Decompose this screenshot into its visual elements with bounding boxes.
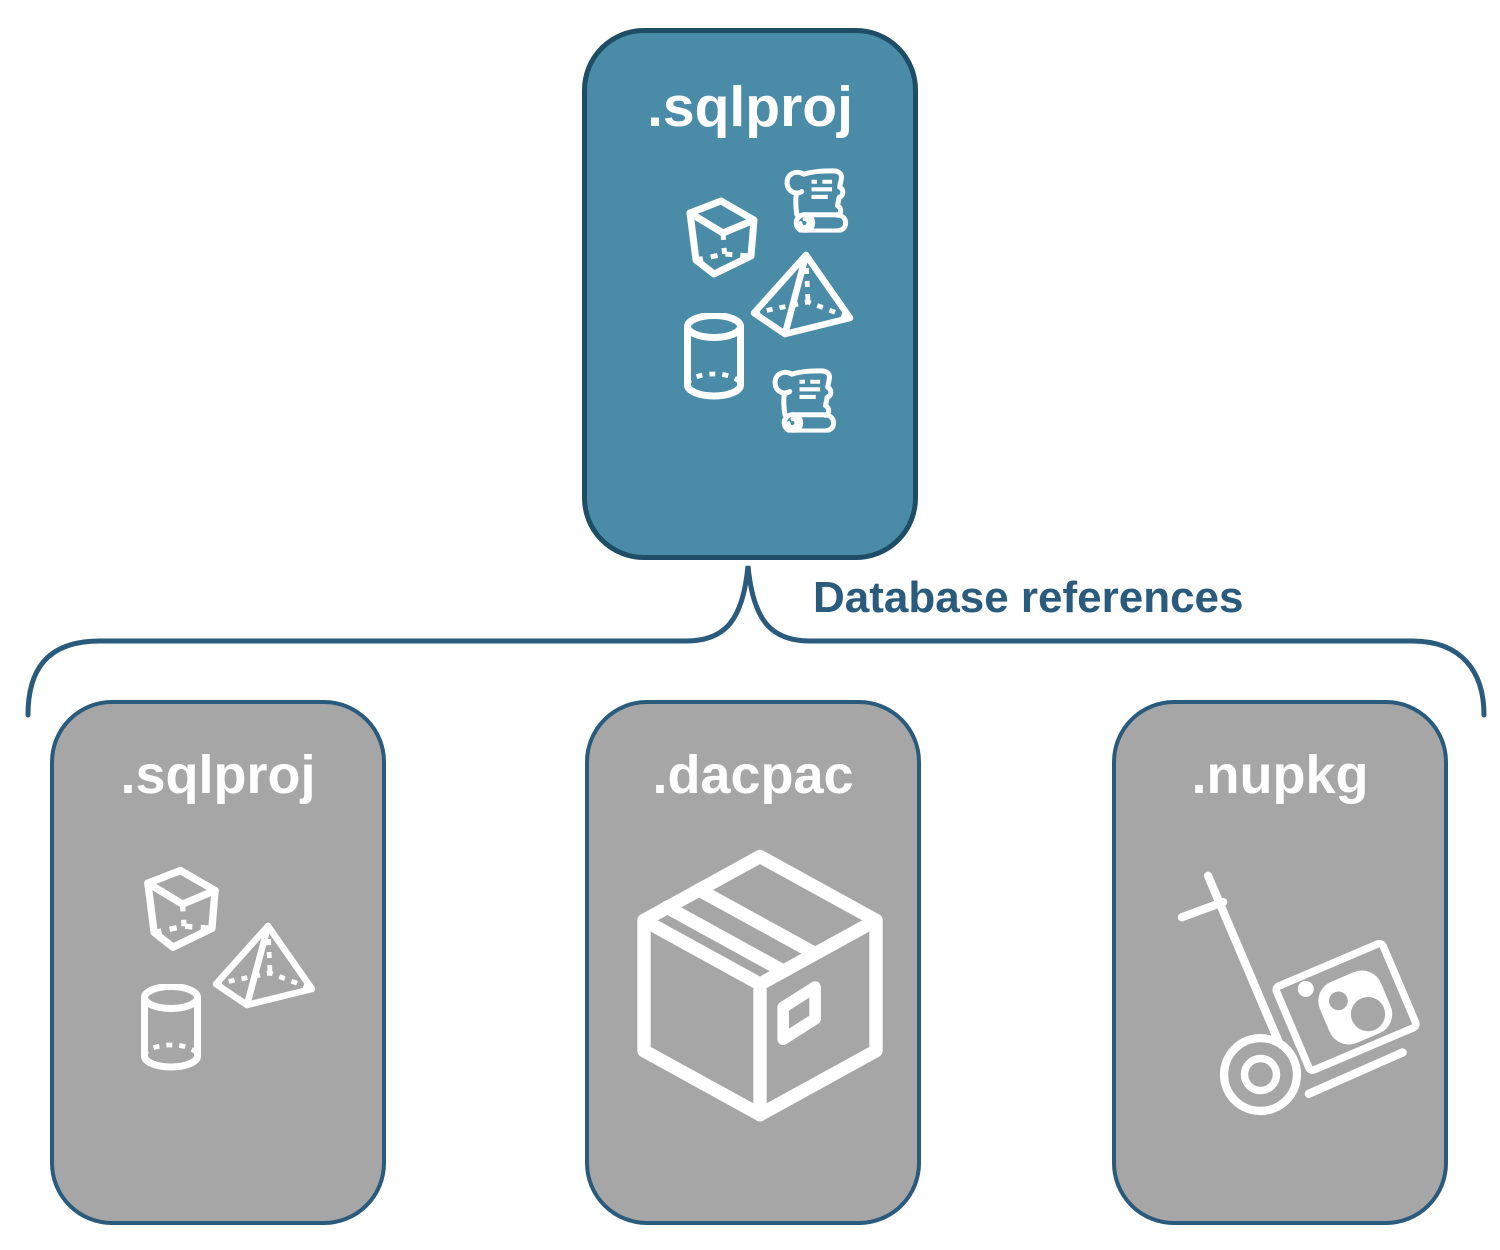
pyramid-icon [212,919,317,1011]
child-card-sqlproj: .sqlproj [50,700,386,1225]
pyramid-icon [750,250,855,338]
root-card-title: .sqlproj [647,75,853,139]
child-card-dacpac: .dacpac [585,700,921,1225]
package-box-icon [615,830,905,1144]
child-card-title: .dacpac [652,745,854,805]
hand-truck-icon [1157,850,1433,1150]
scroll-icon [779,163,857,233]
child-card-title: .nupkg [1191,745,1369,805]
cylinder-icon [681,313,747,401]
connector-label: Database references [813,573,1244,622]
root-card-sqlproj: .sqlproj [582,28,918,560]
cylinder-icon [138,984,204,1072]
scroll-icon [767,363,845,433]
child-card-title: .sqlproj [120,745,316,805]
child-card-nupkg: .nupkg [1112,700,1448,1225]
